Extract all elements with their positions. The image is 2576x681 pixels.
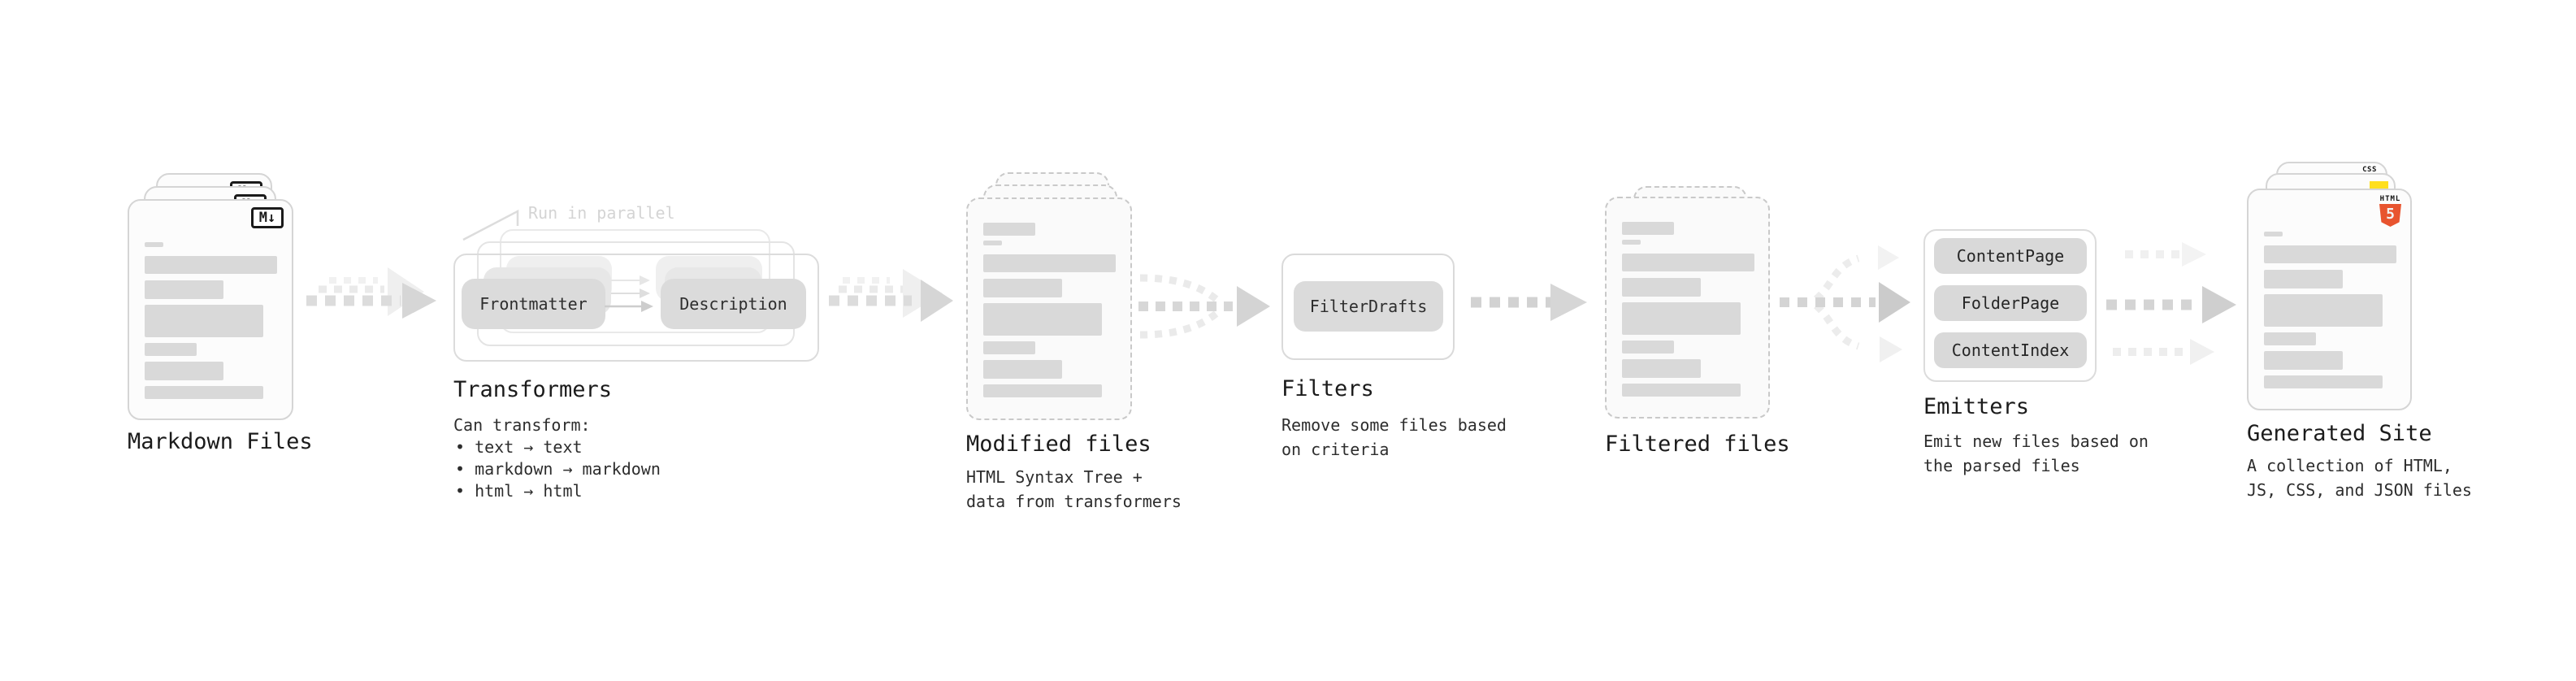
text-line-placeholder [1622, 340, 1674, 354]
transformer-box [453, 254, 819, 362]
subtitle-line: on criteria [1281, 440, 1390, 459]
text-line-placeholder [145, 343, 197, 356]
text-line-placeholder [1622, 240, 1641, 245]
generated-site-subtitle: A collection of HTML, JS, CSS, and JSON … [2247, 453, 2472, 502]
arrow-transformers-to-modified [829, 269, 953, 322]
subtitle-line: JS, CSS, and JSON files [2247, 480, 2472, 500]
text-line-placeholder [1622, 359, 1701, 378]
arrow-modified-to-filters [1138, 274, 1270, 339]
filtered-files-label: Filtered files [1605, 432, 1790, 457]
folder-page-emitter: FolderPage [1934, 285, 2087, 321]
text-line-placeholder [983, 384, 1102, 397]
emitters-label: Emitters [1923, 394, 2030, 419]
annotation-leader-line [462, 209, 519, 241]
run-in-parallel-annotation: Run in parallel [528, 203, 675, 223]
subtitle-line: Emit new files based on [1923, 432, 2149, 451]
arrow-filters-to-filtered [1471, 284, 1587, 321]
markdown-files-label: Markdown Files [128, 429, 313, 454]
generated-html-file-card: HTML 5 [2247, 189, 2412, 410]
modified-files-subtitle: HTML Syntax Tree + data from transformer… [966, 465, 1182, 514]
subtitle-line: the parsed files [1923, 456, 2080, 475]
text-line-placeholder [145, 386, 263, 399]
filter-drafts-step: FilterDrafts [1294, 281, 1443, 332]
text-line-placeholder [983, 241, 1002, 245]
text-line-placeholder [983, 223, 1035, 236]
text-line-placeholder [983, 254, 1116, 272]
description-step: Description [661, 279, 806, 329]
text-line-placeholder [2264, 375, 2383, 388]
text-line-placeholder [145, 242, 163, 247]
subtitle-line: Remove some files based [1281, 415, 1507, 435]
text-line-placeholder [2264, 232, 2283, 236]
text-line-placeholder [2264, 294, 2383, 327]
transformers-label: Transformers [453, 377, 613, 402]
text-line-placeholder [145, 256, 277, 274]
subtitle-line: A collection of HTML, [2247, 456, 2452, 475]
list-item: html → html [455, 480, 661, 502]
transformers-subtitle: Can transform: [453, 415, 591, 435]
markdown-icon: M↓ [251, 207, 284, 228]
arrow-filtered-to-emitters [1780, 245, 1910, 362]
step-arrows [605, 275, 653, 312]
text-line-placeholder [983, 279, 1062, 297]
arrows-emitters-to-generated [2106, 242, 2236, 365]
text-line-placeholder [2264, 332, 2316, 345]
text-line-placeholder [1622, 222, 1674, 235]
filtered-file-card [1605, 197, 1770, 419]
generated-site-label: Generated Site [2247, 421, 2432, 446]
text-line-placeholder [145, 280, 223, 299]
text-line-placeholder [145, 305, 263, 337]
subtitle-line: data from transformers [966, 492, 1182, 511]
filters-label: Filters [1281, 376, 1374, 401]
text-line-placeholder [983, 303, 1102, 336]
frontmatter-step: Frontmatter [462, 279, 605, 329]
content-page-emitter: ContentPage [1934, 238, 2087, 274]
text-line-placeholder [2264, 270, 2343, 288]
text-line-placeholder [2264, 245, 2396, 263]
text-line-placeholder [1622, 384, 1741, 397]
css-icon-label: CSS [2362, 166, 2377, 174]
content-index-emitter: ContentIndex [1934, 332, 2087, 368]
list-item: text → text [455, 436, 661, 458]
subtitle-line: HTML Syntax Tree + [966, 467, 1143, 487]
text-line-placeholder [2264, 351, 2343, 370]
text-line-placeholder [983, 341, 1035, 354]
text-line-placeholder [1622, 278, 1701, 297]
modified-files-label: Modified files [966, 432, 1151, 457]
arrow-markdown-to-transformers [306, 267, 436, 319]
text-line-placeholder [1622, 302, 1741, 335]
emitters-subtitle: Emit new files based on the parsed files [1923, 429, 2149, 478]
transformers-capability-list: text → text markdown → markdown html → h… [455, 436, 661, 502]
modified-file-card [966, 197, 1132, 420]
text-line-placeholder [145, 362, 223, 380]
markdown-file-card: M↓ [128, 199, 293, 420]
html5-icon-label: HTML [2379, 195, 2401, 203]
filters-subtitle: Remove some files based on criteria [1281, 413, 1507, 462]
text-line-placeholder [983, 360, 1062, 379]
html5-icon: HTML 5 [2379, 195, 2401, 227]
text-line-placeholder [1622, 254, 1754, 271]
html5-icon-shield: 5 [2379, 204, 2401, 227]
list-item: markdown → markdown [455, 458, 661, 480]
